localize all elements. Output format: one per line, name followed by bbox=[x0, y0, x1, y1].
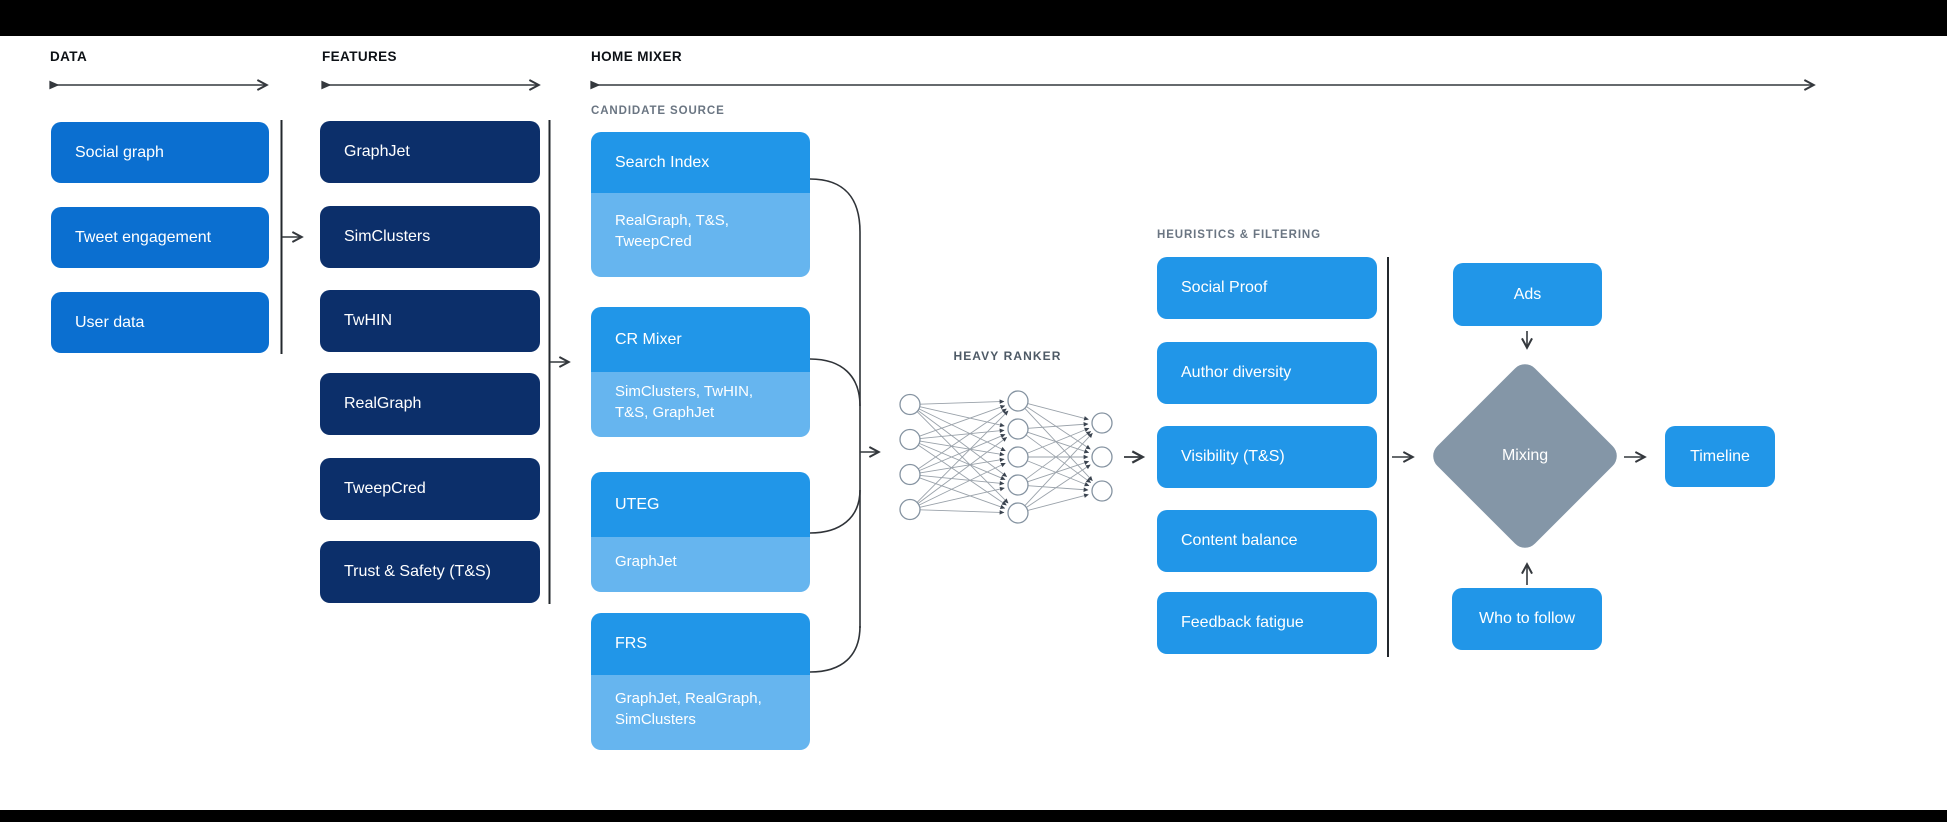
candidate-group-frs: FRS GraphJet, RealGraph, SimClusters bbox=[591, 613, 810, 750]
candidate-search-index-title: Search Index bbox=[591, 132, 810, 193]
heuristics-filtering-label: HEURISTICS & FILTERING bbox=[1157, 229, 1321, 241]
box-social-graph-label: Social graph bbox=[75, 143, 164, 161]
box-graphjet-label: GraphJet bbox=[344, 143, 410, 160]
candidate-frs-title: FRS bbox=[591, 613, 810, 675]
candidate-source-label: CANDIDATE SOURCE bbox=[591, 105, 725, 117]
box-ads-label: Ads bbox=[1513, 285, 1542, 303]
section-header-home-mixer: HOME MIXER bbox=[591, 49, 683, 64]
candidate-cr-mixer-title: CR Mixer bbox=[591, 307, 810, 372]
box-twhin-label: TwHIN bbox=[344, 312, 392, 329]
box-realgraph-label: RealGraph bbox=[344, 395, 422, 412]
box-content-balance-label: Content balance bbox=[1181, 532, 1298, 549]
candidate-cr-mixer-sources: SimClusters, TwHIN, T&S, GraphJet bbox=[591, 372, 810, 437]
box-author-diversity: Author diversity bbox=[1157, 342, 1377, 404]
network-node bbox=[899, 498, 921, 521]
heavy-ranker-label: HEAVY RANKER bbox=[953, 349, 1062, 363]
network-node bbox=[1091, 412, 1113, 434]
box-timeline-label: Timeline bbox=[1690, 447, 1750, 465]
network-node bbox=[1007, 474, 1029, 496]
cr-mixer-curve bbox=[809, 358, 861, 407]
candidate-search-index-sources: RealGraph, T&S, TweepCred bbox=[591, 193, 810, 277]
box-content-balance: Content balance bbox=[1157, 510, 1377, 572]
box-trust-safety-label: Trust & Safety (T&S) bbox=[344, 563, 491, 580]
box-feedback-fatigue-label: Feedback fatigue bbox=[1181, 614, 1304, 631]
box-who-to-follow: Who to follow bbox=[1452, 588, 1602, 650]
box-timeline: Timeline bbox=[1665, 426, 1775, 487]
box-simclusters-label: SimClusters bbox=[344, 228, 431, 245]
network-edges bbox=[916, 399, 1093, 515]
network-nodes bbox=[899, 390, 1113, 524]
bottom-black-bar bbox=[0, 810, 1947, 822]
uteg-curve bbox=[809, 489, 861, 534]
box-tweepcred-label: TweepCred bbox=[344, 480, 426, 497]
box-user-data-label: User data bbox=[75, 313, 145, 331]
top-black-bar bbox=[0, 0, 1947, 36]
network-node bbox=[899, 393, 921, 416]
box-social-proof: Social Proof bbox=[1157, 257, 1377, 319]
box-social-proof-label: Social Proof bbox=[1181, 279, 1268, 296]
network-node bbox=[1091, 446, 1113, 468]
network-node bbox=[1007, 418, 1029, 440]
box-visibility-ts: Visibility (T&S) bbox=[1157, 426, 1377, 488]
box-trust-safety: Trust & Safety (T&S) bbox=[320, 541, 540, 603]
network-node bbox=[899, 428, 921, 451]
box-realgraph: RealGraph bbox=[320, 373, 540, 435]
candidate-uteg-sources: GraphJet bbox=[591, 537, 810, 592]
network-node bbox=[1007, 446, 1029, 468]
box-tweet-engagement-label: Tweet engagement bbox=[75, 228, 212, 246]
box-social-graph: Social graph bbox=[51, 122, 269, 183]
box-graphjet: GraphJet bbox=[320, 121, 540, 183]
candidate-group-uteg: UTEG GraphJet bbox=[591, 472, 810, 592]
frs-curve bbox=[809, 625, 861, 673]
section-header-data: DATA bbox=[50, 49, 88, 64]
candidate-frs-sources: GraphJet, RealGraph, SimClusters bbox=[591, 675, 810, 750]
box-twhin: TwHIN bbox=[320, 290, 540, 352]
section-header-features: FEATURES bbox=[322, 49, 397, 64]
candidate-group-cr-mixer: CR Mixer SimClusters, TwHIN, T&S, GraphJ… bbox=[591, 307, 810, 437]
network-node bbox=[1007, 390, 1029, 412]
network-node bbox=[1007, 502, 1029, 524]
network-node bbox=[899, 463, 921, 486]
box-tweepcred: TweepCred bbox=[320, 458, 540, 520]
search-index-curve bbox=[809, 178, 861, 628]
candidate-group-search-index: Search Index RealGraph, T&S, TweepCred bbox=[591, 132, 810, 277]
network-node bbox=[1091, 480, 1113, 502]
box-ads: Ads bbox=[1453, 263, 1602, 326]
box-feedback-fatigue: Feedback fatigue bbox=[1157, 592, 1377, 654]
box-tweet-engagement: Tweet engagement bbox=[51, 207, 269, 268]
box-author-diversity-label: Author diversity bbox=[1181, 364, 1292, 381]
box-who-to-follow-label: Who to follow bbox=[1478, 610, 1576, 627]
candidate-uteg-title: UTEG bbox=[591, 472, 810, 537]
box-user-data: User data bbox=[51, 292, 269, 353]
box-simclusters: SimClusters bbox=[320, 206, 540, 268]
box-visibility-ts-label: Visibility (T&S) bbox=[1181, 448, 1285, 465]
candidate-merge-curves bbox=[809, 178, 861, 673]
